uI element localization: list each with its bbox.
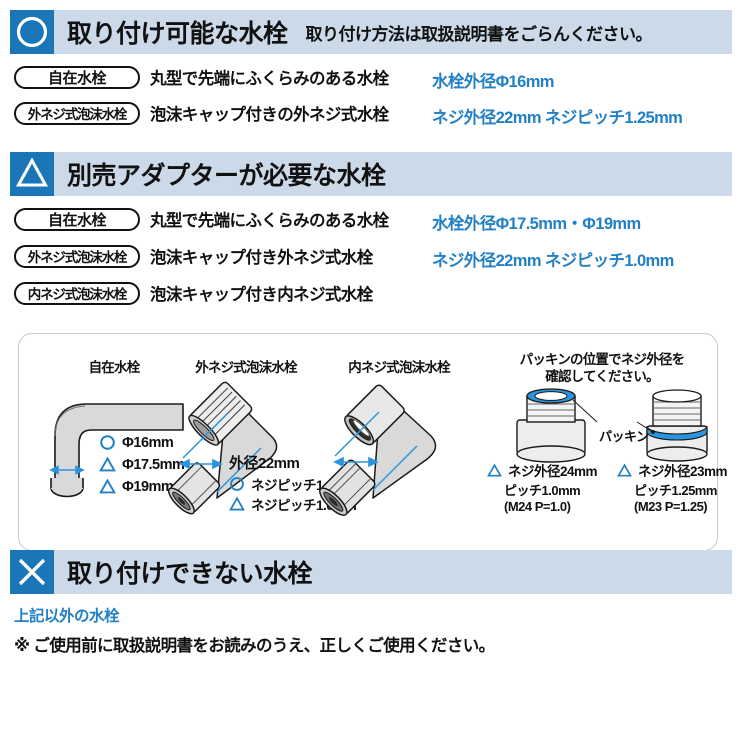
spec-value: 水栓外径Φ17.5mm・Φ19mm [432, 215, 641, 233]
spec-pill: 自在水栓 [14, 65, 140, 89]
circle-icon [10, 10, 54, 54]
packing-position-drawing [516, 388, 708, 463]
triangle-marker-icon [229, 496, 245, 512]
spec-row-compatible-2: 外ネジ式泡沫水栓 泡沫キャップ付きの外ネジ式水栓 [14, 100, 389, 126]
section-title-incompatible: 取り付けできない水栓 [67, 560, 313, 588]
triangle-marker-icon [99, 456, 116, 473]
spec-row-adapter-1: 自在水栓 丸型で先端にふくらみのある水栓 [14, 206, 389, 232]
packing-spec-line3: (M23 P=1.25) [634, 499, 708, 514]
section-header-incompatible: 取り付けできない水栓 [10, 550, 732, 594]
triangle-marker-icon [99, 478, 116, 495]
caption-uchineji: 内ネジ式泡沫水栓 [348, 360, 450, 375]
section-subtitle-compatible: 取り付け方法は取扱説明書をごらんください。 [305, 24, 653, 44]
spec-value: ネジ外径22mm ネジピッチ1.0mm [432, 252, 674, 270]
internal-thread-faucet-drawing [319, 384, 437, 516]
circle-marker-icon [229, 476, 245, 492]
spec-description: 泡沫キャップ付きの外ネジ式水栓 [150, 106, 389, 124]
packing-base-piece [646, 389, 708, 462]
spec-pill: 外ネジ式泡沫水栓 [14, 101, 140, 125]
section-header-compatible: 取り付け可能な水栓 取り付け方法は取扱説明書をごらんください。 [10, 10, 732, 54]
spec-description: 泡沫キャップ付き外ネジ式水栓 [150, 249, 373, 267]
caption-packing-line2: 確認してください。 [545, 369, 659, 384]
spec-description: 泡沫キャップ付き内ネジ式水栓 [150, 286, 373, 304]
caption-sotoneji: 外ネジ式泡沫水栓 [195, 360, 297, 375]
triangle-marker-icon [487, 463, 502, 478]
spec-row-compatible-1: 自在水栓 丸型で先端にふくらみのある水栓 [14, 64, 389, 90]
packing-spec-line1: ネジ外径23mm [638, 464, 728, 479]
packing-label: パッキン [599, 429, 649, 444]
spec-value: ネジ外径22mm ネジピッチ1.25mm [432, 109, 683, 127]
spec-marker-row: Φ19mm [99, 478, 174, 495]
spec-marker-text: Φ17.5mm [122, 456, 185, 473]
triangle-marker-icon [617, 463, 632, 478]
section-header-adapter: 別売アダプターが必要な水栓 [10, 152, 732, 196]
packing-spec-line2: ピッチ1.0mm [504, 483, 581, 498]
note-other-faucets: 上記以外の水栓 [14, 608, 120, 625]
packing-spec-marker-row: ネジ外径24mm [487, 460, 598, 480]
spec-marker-row: Φ17.5mm [99, 456, 185, 473]
spec-marker-text: Φ16mm [122, 434, 174, 451]
triangle-icon [10, 152, 54, 196]
spec-description: 丸型で先端にふくらみのある水栓 [150, 212, 389, 230]
spec-marker-row: ネジピッチ1.25 [229, 474, 341, 494]
spec-marker-text: ネジピッチ1.25 [251, 478, 341, 493]
packing-spec-line1: ネジ外径24mm [508, 464, 598, 479]
section-title-compatible: 取り付け可能な水栓 [67, 20, 288, 48]
spec-pill: 外ネジ式泡沫水栓 [14, 244, 140, 268]
note-manual-warning: ※ ご使用前に取扱説明書をお読みのうえ、正しくご使用ください。 [14, 637, 495, 655]
spec-value: 水栓外径Φ16mm [432, 73, 554, 91]
packing-spec-line3: (M24 P=1.0) [504, 499, 571, 514]
caption-jizai: 自在水栓 [88, 360, 141, 375]
circle-marker-icon [99, 434, 116, 451]
spec-marker-row: Φ16mm [99, 434, 174, 451]
caption-packing-line1: パッキンの位置でネジ外径を [519, 352, 686, 367]
sotoneji-heading: 外径22mm [229, 455, 300, 472]
packing-top-piece [516, 388, 586, 463]
spec-pill: 内ネジ式泡沫水栓 [14, 281, 140, 305]
cross-icon [10, 550, 54, 594]
spec-description: 丸型で先端にふくらみのある水栓 [150, 70, 389, 88]
spec-marker-text: Φ19mm [122, 478, 174, 495]
spec-row-adapter-2: 外ネジ式泡沫水栓 泡沫キャップ付き外ネジ式水栓 [14, 243, 373, 269]
faucet-spout-drawing [49, 403, 184, 498]
external-thread-faucet-drawing [167, 381, 278, 515]
spec-row-adapter-3: 内ネジ式泡沫水栓 泡沫キャップ付き内ネジ式水栓 [14, 280, 373, 306]
spec-pill: 自在水栓 [14, 207, 140, 231]
packing-spec-marker-row: ネジ外径23mm [617, 460, 728, 480]
section-title-adapter: 別売アダプターが必要な水栓 [67, 162, 386, 190]
packing-spec-line2: ピッチ1.25mm [634, 483, 717, 498]
illustration-panel: 自在水栓 外ネジ式泡沫水栓 内ネジ式泡沫水栓 パッキンの位置でネジ外径を 確認し… [18, 333, 728, 551]
